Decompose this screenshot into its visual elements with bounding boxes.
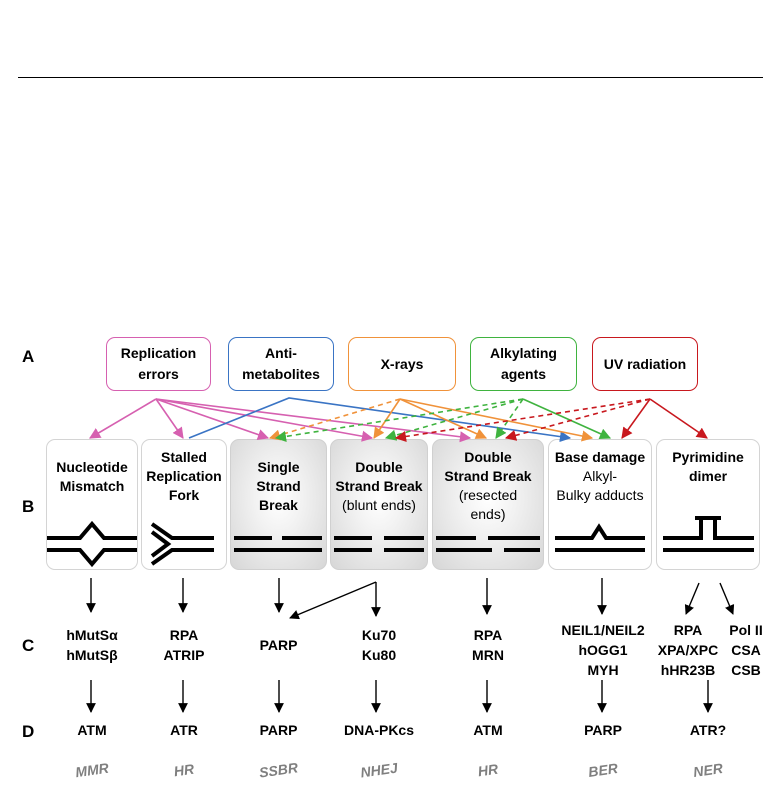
sensor-nhej-line1: Ku70 [361,627,397,643]
kinase-mmr: ATM [77,722,107,738]
row-label-b: B [22,497,35,516]
lesion-base-line2: Alkyl- [582,468,618,484]
kinase-ber: PARP [584,722,622,738]
lesion-mismatch-line1: Nucleotide [56,459,128,475]
lesion-fork-line2: Replication [146,468,222,484]
lesion-dsb-blunt-line2: Strand Break [335,478,423,494]
sensor-hr-fork: RPA ATRIP [141,625,227,665]
sensor-ssbr-line1: PARP [259,637,298,653]
lesion-fork-line3: Fork [168,487,200,503]
sensor-hr-resected-line1: RPA [473,627,503,643]
lesion-dsb-resected-line4: ends) [470,506,506,522]
cause-antimetabolites-line2: metabolites [242,366,320,382]
replication-error-arrows [89,398,472,443]
lesion-dsb-blunt-line1: Double [355,459,403,475]
sensor-nhej-line2: Ku80 [361,647,397,663]
dna-fork-glyph [150,522,214,566]
sensor-mmr-line1: hMutSα [66,627,118,643]
cause-xrays: X-rays [348,337,456,391]
lesion-pyrimidine-line1: Pyrimidine [672,449,744,465]
cause-alkylating-line1: Alkylating [490,345,557,361]
lesion-ssb-line3: Break [259,497,298,513]
sensor-hr-resected: RPA MRN [432,625,544,665]
lesion-pyrimidine-line2: dimer [688,468,728,484]
kinase-hr-resected: ATM [473,722,503,738]
cause-replication-errors: Replication errors [106,337,211,391]
sensor-ner-tc-line2: CSA [731,642,761,658]
cause-antimetabolites: Anti-metabolites [228,337,334,391]
cause-alkylating-agents: Alkylating agents [470,337,577,391]
sensor-ner-gg: RPA XPA/XPC hHR23B [650,620,726,680]
sensor-ner-tc-line3: CSB [731,662,761,678]
lesion-base-line3: Bulky adducts [556,487,644,503]
sensor-ber: NEIL1/NEIL2 hOGG1 MYH [548,620,658,680]
cause-uv-radiation: UV radiation [592,337,698,391]
sensor-ner-tc-line1: Pol II [729,622,763,638]
dna-base-damage-glyph [555,523,645,552]
lesion-fork-line1: Stalled [161,449,207,465]
sensor-hr-fork-line2: ATRIP [163,647,205,663]
kinase-ssbr: PARP [259,722,298,738]
uv-arrows [394,398,708,443]
row-label-a: A [22,347,35,366]
lesion-base-line1: Base damage [554,449,646,465]
kinase-hr-fork: ATR [170,722,198,738]
cause-xrays-line1: X-rays [380,355,424,372]
sensor-hr-resected-line2: MRN [472,647,504,663]
dna-dsb-blunt-glyph [334,536,424,552]
sensor-ssbr: PARP [230,635,327,655]
sensor-nhej: Ku70 Ku80 [330,625,428,665]
lesion-mismatch-line2: Mismatch [59,478,125,494]
lesion-to-sensor-arrows [86,578,735,620]
dna-mismatch-glyph [47,520,137,568]
lesion-ssb-line1: Single [257,459,300,475]
kinase-ner: ATR? [689,722,727,738]
lesion-ssb-line2: Strand [256,478,301,494]
row-label-d: D [22,722,35,741]
cause-replication-line1: Replication [120,345,197,361]
cause-uv-line1: UV radiation [603,355,687,372]
dna-dsb-resected-glyph [436,536,540,552]
sensor-ner-gg-line3: hHR23B [660,662,716,678]
dna-pyrimidine-dimer-glyph [663,516,754,552]
top-divider [18,77,763,78]
sensor-to-kinase-arrows [86,680,713,713]
sensor-hr-fork-line1: RPA [169,627,199,643]
sensor-mmr-line2: hMutSβ [66,647,118,663]
antimetabolite-arrows [188,397,572,443]
cause-replication-line2: errors [138,366,179,382]
sensor-ner-tc: Pol II CSA CSB [722,620,770,680]
sensor-mmr: hMutSα hMutSβ [46,625,138,665]
cause-antimetabolites-line1: Anti- [265,345,297,361]
cause-alkylating-line2: agents [500,366,547,382]
dna-ssb-glyph [234,536,322,552]
lesion-dsb-blunt-line3: (blunt ends) [342,497,416,513]
sensor-ner-gg-line1: RPA [673,622,703,638]
lesion-dsb-resected-line2: Strand Break [444,468,532,484]
sensor-ner-gg-line2: XPA/XPC [657,642,719,658]
sensor-ber-line2: hOGG1 [578,642,628,658]
xray-arrows [268,398,594,442]
sensor-ber-line3: MYH [587,662,619,678]
lesion-dsb-resected-line3: (resected [458,487,518,503]
kinase-nhej: DNA-PKcs [343,722,414,738]
lesion-dsb-resected-line1: Double [464,449,512,465]
sensor-ber-line1: NEIL1/NEIL2 [561,622,645,638]
alkylating-arrows [274,398,612,442]
row-label-c: C [22,636,35,655]
